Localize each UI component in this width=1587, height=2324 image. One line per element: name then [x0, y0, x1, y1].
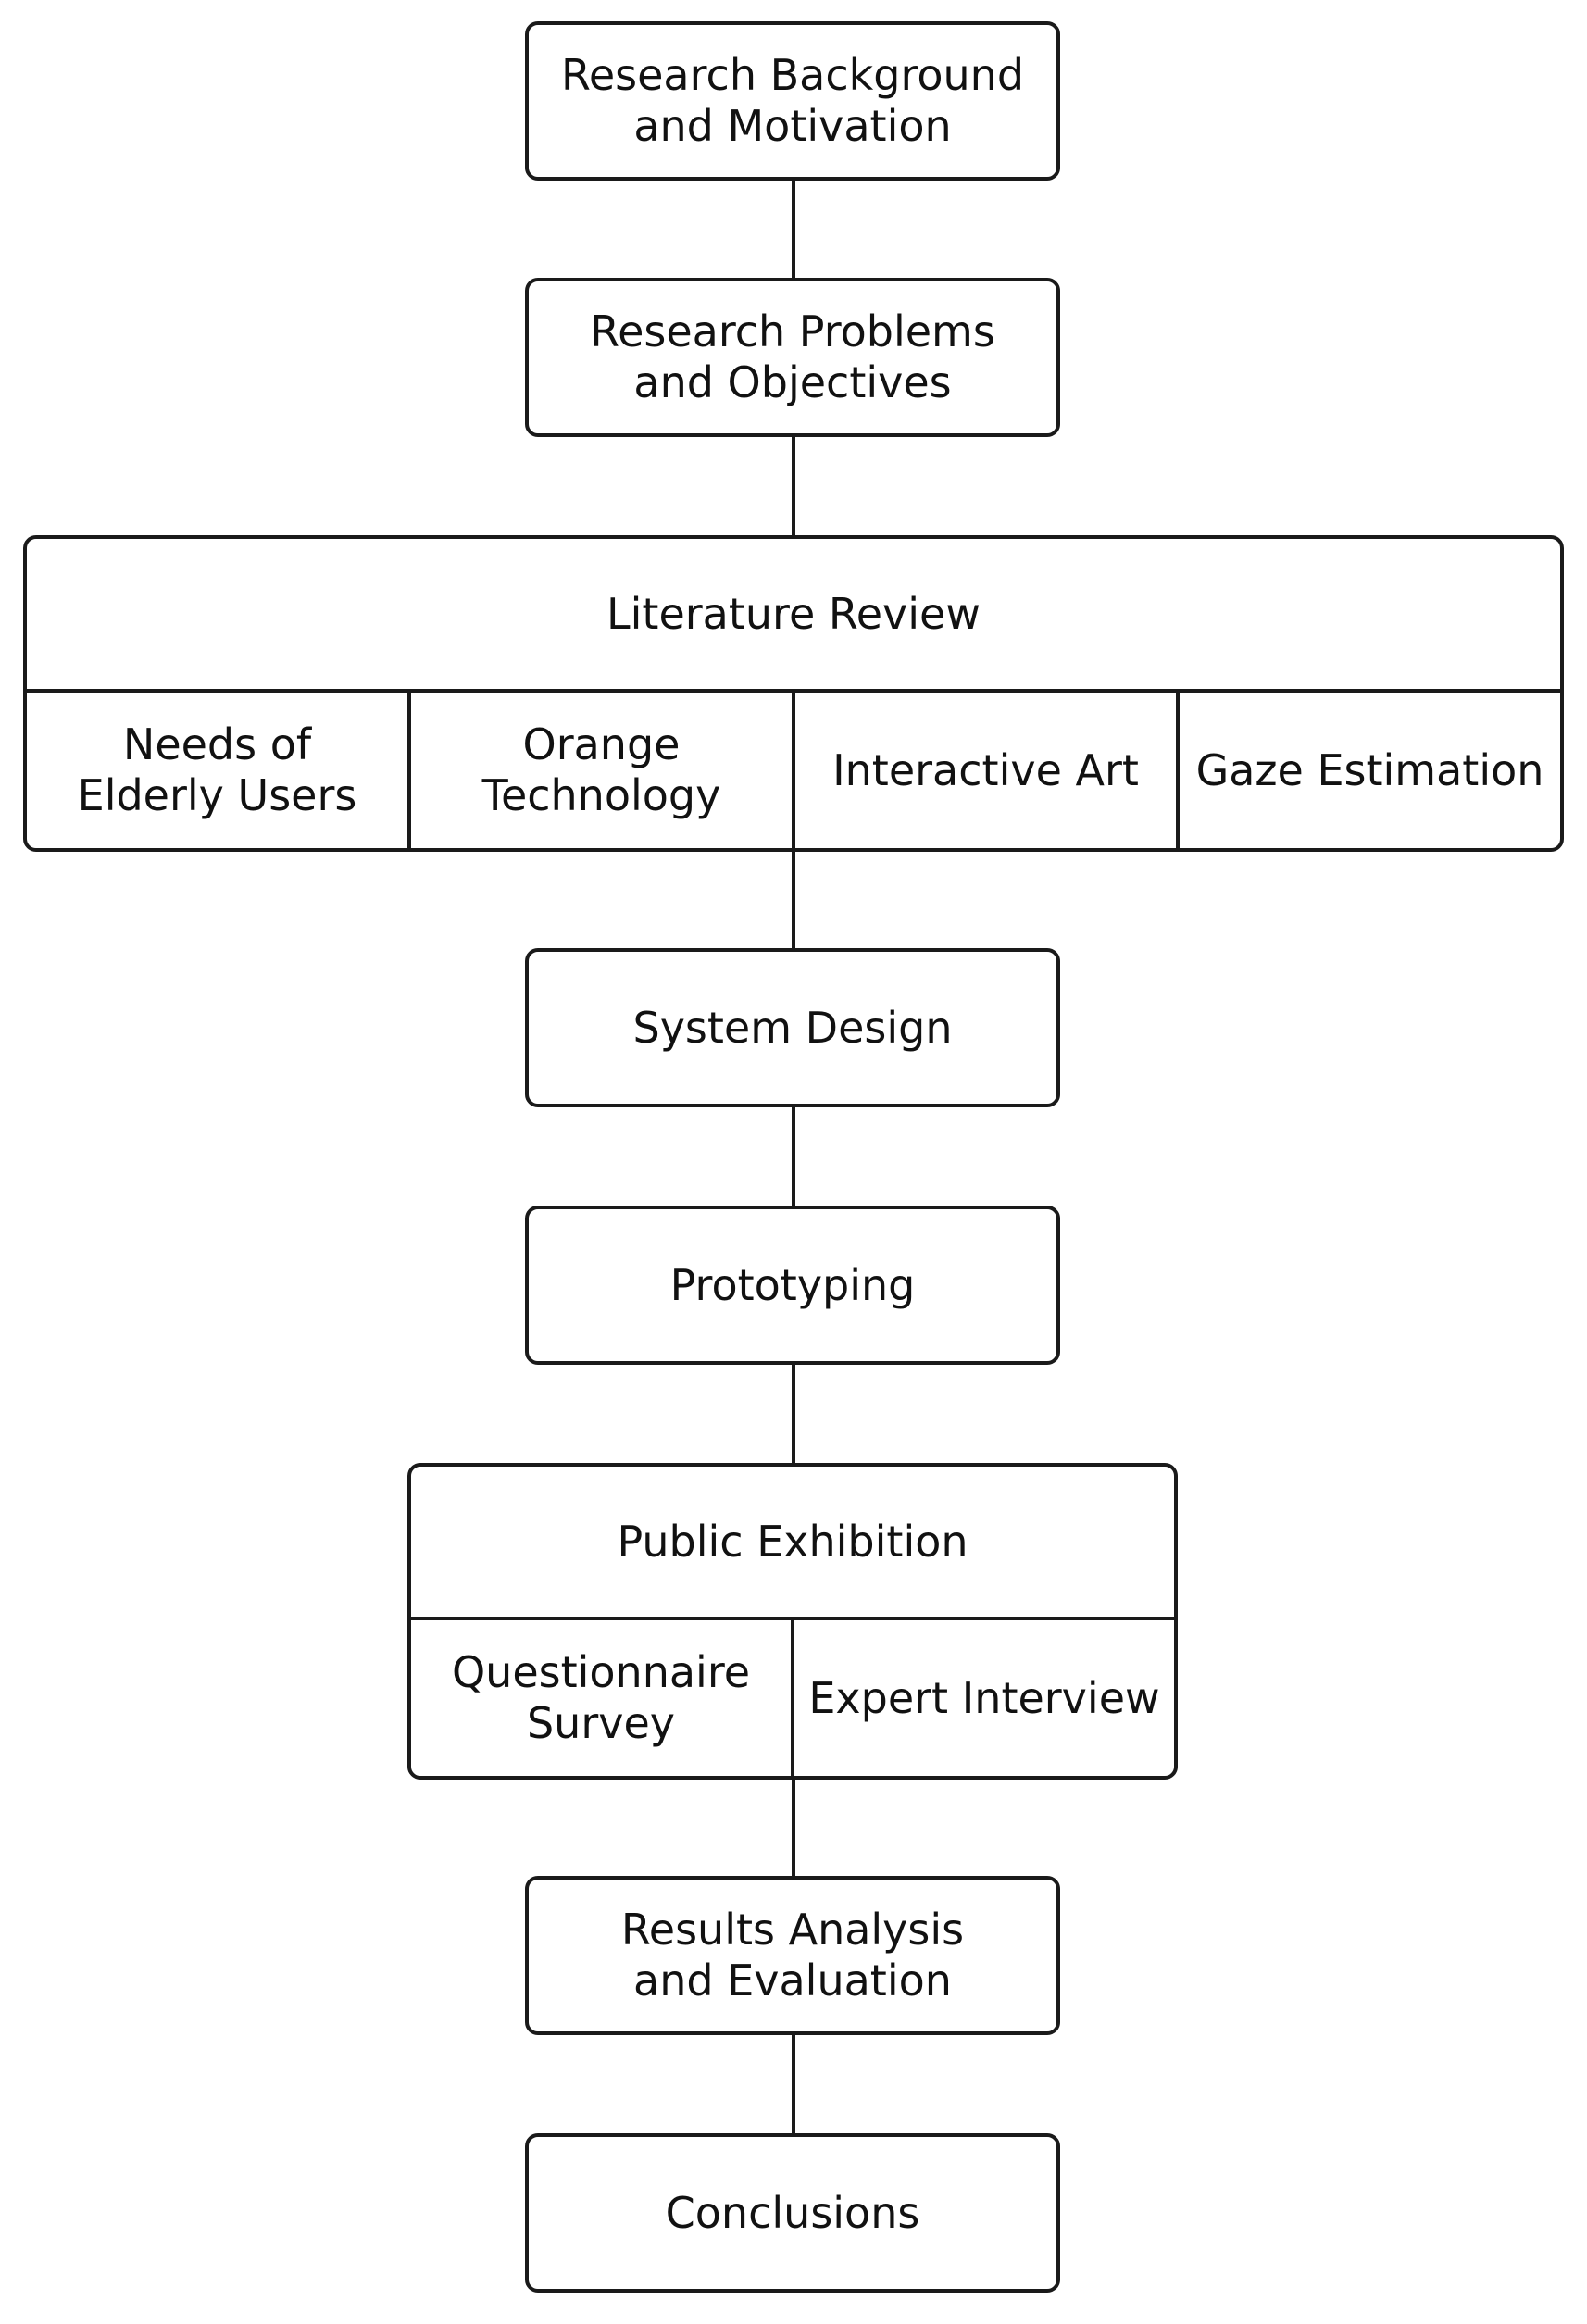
topic-gaze-estimation: Gaze Estimation: [1195, 744, 1544, 795]
step-research-background: Research Background and Motivation: [525, 21, 1060, 181]
public-exhibition-group: Public Exhibition Questionnaire Survey E…: [407, 1463, 1178, 1780]
step-research-problems: Research Problems and Objectives: [525, 278, 1060, 437]
topic-orange-technology: Orange Technology: [411, 693, 795, 848]
connector-4: [792, 1106, 795, 1207]
connector-1: [792, 178, 795, 280]
connector-6: [792, 1776, 795, 1878]
method-expert-interview: Expert Interview: [808, 1672, 1160, 1723]
connector-5: [792, 1363, 795, 1465]
exhibition-methods: Questionnaire Survey Expert Interview: [411, 1620, 1174, 1776]
literature-review-title: Literature Review: [27, 539, 1560, 693]
connector-7: [792, 2033, 795, 2135]
connector-3: [792, 848, 795, 950]
connector-2: [792, 435, 795, 537]
public-exhibition-title: Public Exhibition: [411, 1467, 1174, 1620]
literature-review-group: Literature Review Needs of Elderly Users…: [23, 535, 1564, 852]
topic-interactive-art: Interactive Art: [795, 693, 1180, 848]
method-questionnaire-survey: Questionnaire Survey: [411, 1620, 794, 1776]
step-prototyping: Prototyping: [525, 1206, 1060, 1365]
step-system-design: System Design: [525, 948, 1060, 1107]
literature-topics: Needs of Elderly Users Orange Technology…: [27, 693, 1560, 848]
step-results-analysis: Results Analysis and Evaluation: [525, 1876, 1060, 2035]
topic-needs-of-elderly-users: Needs of Elderly Users: [27, 693, 411, 848]
step-conclusions: Conclusions: [525, 2133, 1060, 2293]
